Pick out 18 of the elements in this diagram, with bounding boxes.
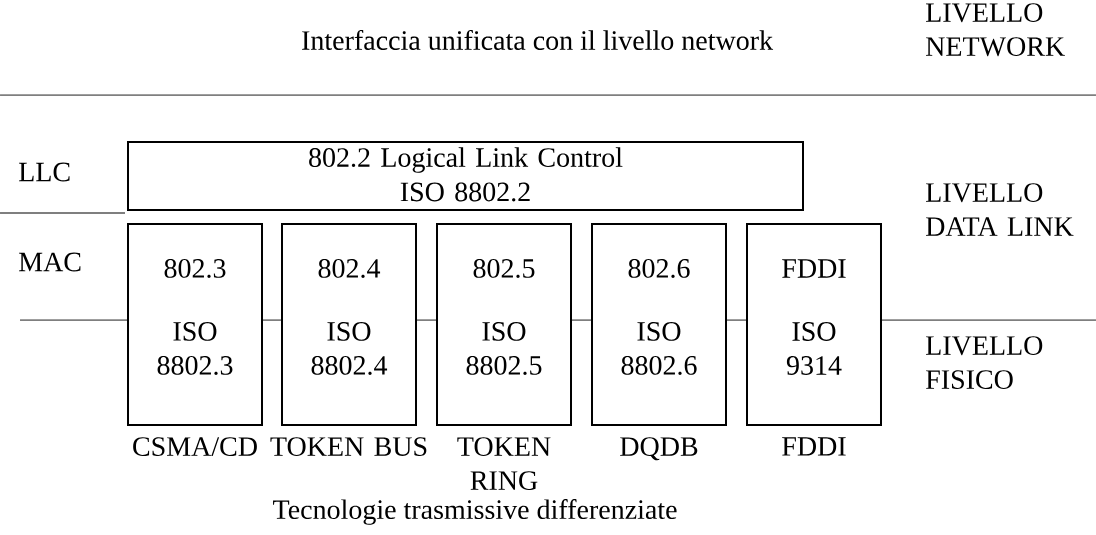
node-label: DQDB xyxy=(620,437,698,461)
protocol-box: 802.6 ISO 8802.6 DQDB xyxy=(591,223,727,461)
footer-text: Tecnologie trasmissive differenziate xyxy=(273,499,677,525)
protocol-box: 802.5 ISO 8802.5 TOKEN RING xyxy=(436,223,572,490)
sublayer-label: MAC xyxy=(19,252,81,272)
protocol-box: FDDI ISO 9314 FDDI xyxy=(746,223,882,456)
layer-label: LIVELLO NETWORK xyxy=(926,3,1065,57)
layer-label: LIVELLO FISICO xyxy=(926,336,1043,389)
layer-box: 802.2 Logical Link Control ISO 8802.2 xyxy=(127,141,804,211)
layer-label: LIVELLO DATA LINK xyxy=(926,183,1074,236)
node-label: TOKEN RING xyxy=(457,437,551,490)
sublayer-label: LLC xyxy=(19,162,70,182)
protocol-box: 802.4 ISO 8802.4 TOKEN BUS xyxy=(270,223,427,456)
protocol-box: 802.3 ISO 8802.3 CSMA/CD xyxy=(127,223,263,456)
node-label: TOKEN BUS xyxy=(270,437,427,456)
heading-text: Interfaccia unificata con il livello network xyxy=(302,30,774,50)
node-label: FDDI xyxy=(782,437,846,456)
node-label: CSMA/CD xyxy=(133,437,257,456)
